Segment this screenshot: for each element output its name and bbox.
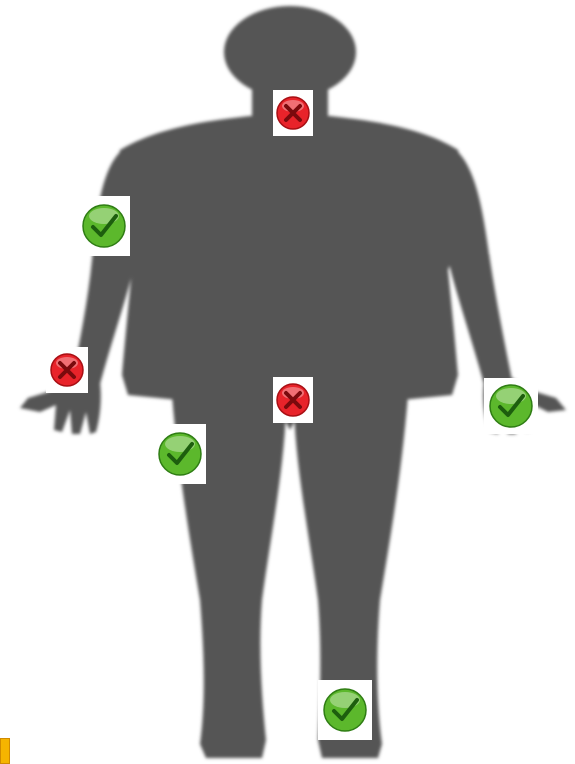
marker-left-wrist-check[interactable] [484,378,538,434]
check-icon [322,687,368,733]
cross-icon [275,95,311,131]
marker-groin-cross[interactable] [273,377,313,423]
marker-right-upper-arm-check[interactable] [78,196,130,256]
marker-right-thigh-check[interactable] [154,424,206,484]
check-icon [81,203,127,249]
check-icon [157,431,203,477]
check-icon [488,383,534,429]
marker-left-ankle-check[interactable] [318,680,372,740]
orange-square [0,738,10,764]
cross-icon [49,352,85,388]
cross-icon [275,382,311,418]
marker-neck-cross[interactable] [273,90,313,136]
marker-right-wrist-cross[interactable] [46,347,88,393]
